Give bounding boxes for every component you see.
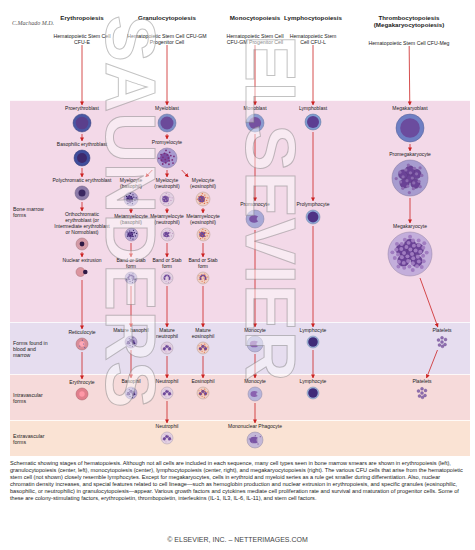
band-label: Bone marrow forms [13, 205, 51, 217]
band-label: Extravascular forms [13, 432, 51, 444]
cell-stage: Band or Stab form [185, 257, 221, 286]
lineage-header: Thrombocytopoiesis (Megakaryocytopoiesis… [350, 14, 468, 46]
cell-drawing [434, 334, 450, 350]
progenitor-label: Hematopoietic Stem Cell CFU-Meg [368, 40, 449, 46]
cell-stage: Eosinophil [185, 378, 221, 401]
cell-stage: Megakaryoblast [370, 105, 450, 144]
cell-label: Promegakaryocyte [389, 151, 431, 157]
cell-label: Reticulocyte [68, 329, 95, 335]
cell-stage: Mononuclear Phagocyte [226, 423, 284, 450]
zone-band: Extravascular forms Neutrophil Mononuclear… [10, 420, 470, 456]
cell-label: Megakaryoblast [392, 105, 427, 111]
cell-drawing [159, 430, 175, 446]
cell-drawing [195, 226, 212, 243]
cell-label: Mature eosinophil [185, 327, 221, 339]
lineage-title: Monocytopoiesis [230, 14, 281, 21]
maturation-arrow [313, 45, 314, 105]
lineage-title: Thrombocytopoiesis (Megakaryocytopoiesis… [350, 14, 468, 28]
maturation-arrow [82, 45, 83, 105]
artist-signature: C.Machado M.D. [12, 20, 54, 26]
cell-drawing [72, 148, 92, 168]
cell-drawing [414, 385, 430, 401]
cell-stage: Metamyelocyte (eosinophil) [185, 213, 221, 243]
cell-drawing [194, 190, 212, 208]
cell-drawing [390, 158, 430, 198]
watermark: SAUNDERS [95, 15, 165, 408]
maturation-arrow [167, 45, 168, 105]
cell-label: Metamyelocyte (eosinophil) [185, 213, 221, 225]
cell-drawing [74, 386, 90, 402]
cell-drawing [74, 236, 90, 252]
cell-stage: Lymphocyte [289, 378, 337, 401]
cell-label: Platelets [412, 378, 431, 384]
cell-drawing [195, 340, 211, 356]
band-label: Intravascular forms [13, 391, 51, 403]
cell-drawing [386, 230, 434, 278]
cell-label: Erythrocyte [69, 379, 94, 385]
watermark: ELSEVIER [235, 35, 305, 381]
cell-label: Platelets [432, 327, 451, 333]
cell-drawing [71, 112, 93, 134]
band-label: Forms found in blood and marrow [13, 339, 51, 358]
cell-label: Neutrophil [156, 423, 179, 429]
cell-stage: Megakaryocyte [370, 223, 450, 278]
cell-stage: Promegakaryocyte [370, 151, 450, 198]
figure-caption: Schematic showing stages of hematopoiesi… [10, 460, 466, 502]
cell-drawing [74, 264, 90, 280]
cell-drawing [305, 385, 321, 401]
cell-label: Mononuclear Phagocyte [228, 423, 282, 429]
cell-drawing [394, 112, 426, 144]
cell-drawing [195, 270, 211, 286]
cell-stage: Myelocyte (eosinophil) [185, 177, 221, 208]
cell-stage: Monocyte [230, 378, 280, 403]
cell-stage: Mature eosinophil [185, 327, 221, 356]
cell-drawing [305, 334, 321, 350]
copyright-line: © ELSEVIER, INC. – NETTERIMAGES.COM [0, 536, 475, 543]
cell-drawing [245, 430, 265, 450]
cell-drawing [73, 184, 91, 202]
cell-label: Band or Stab form [185, 257, 221, 269]
cell-stage: Neutrophil [149, 423, 185, 446]
cell-label: Proerythroblast [65, 105, 99, 111]
cell-drawing [74, 336, 90, 352]
cell-stage: Platelets [400, 378, 444, 401]
cell-label: Eosinophil [191, 378, 214, 384]
cell-label: Megakaryocyte [393, 223, 427, 229]
cell-label: Myelocyte (eosinophil) [185, 177, 221, 189]
cell-drawing [246, 385, 264, 403]
lineage-title: Lymphocytopoiesis [284, 14, 342, 21]
cell-drawing [303, 112, 323, 132]
cell-stage: Platelets [420, 327, 464, 350]
cell-drawing [304, 208, 322, 226]
cell-drawing [195, 385, 211, 401]
maturation-arrow [409, 46, 411, 105]
